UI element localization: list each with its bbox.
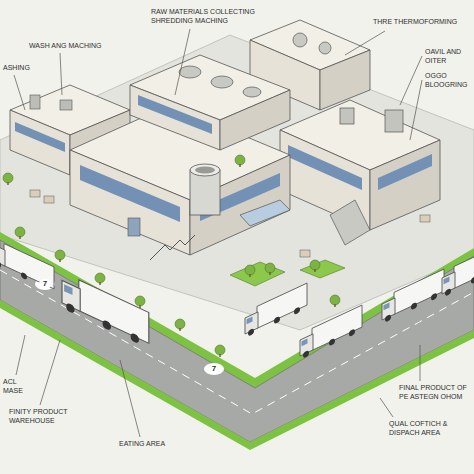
- callout-label: FINAL PRODUCT OF PE ASTEGN OHOM: [398, 384, 470, 401]
- road-marking: 7: [208, 364, 220, 374]
- callout-label: RAW MATERIALS COLLECTING SHREDDING MACHI…: [150, 8, 272, 25]
- callout-label: OAVIL AND OITER: [424, 48, 471, 65]
- callout-label: EATING AREA: [118, 440, 180, 449]
- callout-label: ASHING: [2, 64, 42, 73]
- callout-label: QUAL COFTICH & DISPACH AREA: [388, 420, 468, 437]
- leader-lines: [14, 29, 422, 437]
- callout-label: FINITY PRODUCT WAREHOUSE: [8, 408, 80, 425]
- callout-label: THRE THERMOFORMING: [372, 18, 464, 27]
- road-marking: 7: [39, 279, 51, 289]
- callout-label: OGGO BLOOGRING: [424, 72, 471, 89]
- callout-label: ACL MASE: [2, 378, 34, 395]
- callout-label: WASH ANG MACHING: [28, 42, 108, 51]
